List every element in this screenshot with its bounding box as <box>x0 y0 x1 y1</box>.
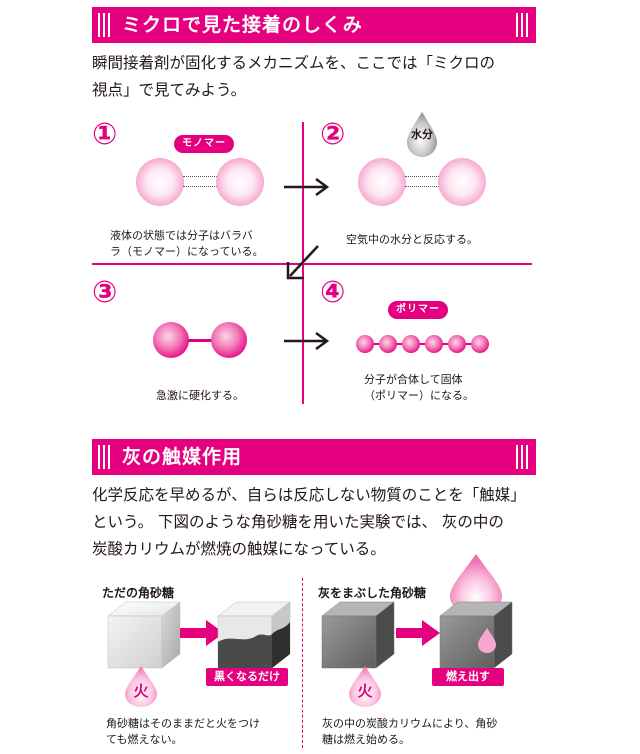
weak-bond <box>405 186 439 187</box>
header-bars-left <box>98 13 110 37</box>
arrow-right-icon <box>284 331 330 351</box>
monomer-sphere <box>358 158 406 206</box>
monomer-tag: モノマー <box>174 135 234 153</box>
section-header-catalyst: 灰の触媒作用 <box>92 439 536 475</box>
arrow-diagonal-icon <box>286 245 319 280</box>
polymer-sphere <box>153 322 189 358</box>
header-bars-right <box>516 13 528 37</box>
header-bars-left <box>98 445 110 469</box>
step-caption: 液体の状態では分子はバラバ ラ（モノマー）になっている。 <box>110 229 264 258</box>
step-caption: 空気中の水分と反応する。 <box>346 233 478 246</box>
step-number: ② <box>320 117 346 152</box>
experiment-caption: 灰の中の炭酸カリウムにより、角砂 糖は燃え始める。 <box>322 717 498 746</box>
arrow-right-icon <box>284 177 330 197</box>
section-intro: 瞬間接着剤が固化するメカニズムを、ここでは「ミクロの 視点」で見てみよう。 <box>92 54 496 99</box>
experiment-caption: 角砂糖はそのままだと火をつけ ても燃えない。 <box>106 717 260 746</box>
ash-cube-icon <box>321 601 395 669</box>
result-badge: 黒くなるだけ <box>206 668 288 686</box>
polymer-tag: ポリマー <box>388 301 448 319</box>
step-caption: 分子が合体して固体 （ポリマー）になる。 <box>364 373 474 402</box>
weak-bond <box>405 176 439 177</box>
experiment-title: 灰をまぶした角砂糖 <box>318 586 427 600</box>
sugar-cube-icon <box>107 601 181 669</box>
divider-horizontal <box>92 263 532 265</box>
step-number: ① <box>92 117 118 152</box>
arrow-right-icon <box>180 620 224 646</box>
section-title: 灰の触媒作用 <box>122 446 243 468</box>
monomer-sphere <box>136 158 184 206</box>
section-header-micro: ミクロで見た接着のしくみ <box>92 7 536 43</box>
experiment-title: ただの角砂糖 <box>102 586 175 600</box>
big-flame-icon <box>450 554 502 616</box>
divider-dashed <box>302 578 303 748</box>
flame-icon <box>125 666 157 707</box>
header-bars-right <box>516 445 528 469</box>
monomer-sphere <box>438 158 486 206</box>
fire-label: 火 <box>357 682 373 700</box>
step-number: ③ <box>92 275 118 310</box>
section-title: ミクロで見た接着のしくみ <box>122 14 363 36</box>
water-label: 水分 <box>411 128 433 141</box>
step-caption: 急激に硬化する。 <box>156 389 244 402</box>
weak-bond <box>183 176 217 177</box>
burnt-cube-icon <box>217 601 291 669</box>
polymer-sphere <box>211 322 247 358</box>
strong-bond <box>188 339 212 342</box>
water-drop-icon <box>407 112 437 157</box>
monomer-sphere <box>216 158 264 206</box>
burning-cube-icon <box>439 601 513 669</box>
flame-icon <box>349 666 381 707</box>
arrow-right-icon <box>396 620 440 646</box>
polymer-chain <box>356 334 490 354</box>
result-badge: 燃え出す <box>432 668 504 686</box>
section-intro: 化学反応を早めるが、自らは反応しない物質のことを「触媒」 という。 下図のような… <box>92 486 526 558</box>
small-flame-icon <box>478 628 496 653</box>
fire-label: 火 <box>133 682 149 700</box>
weak-bond <box>183 186 217 187</box>
step-number: ④ <box>320 275 346 310</box>
